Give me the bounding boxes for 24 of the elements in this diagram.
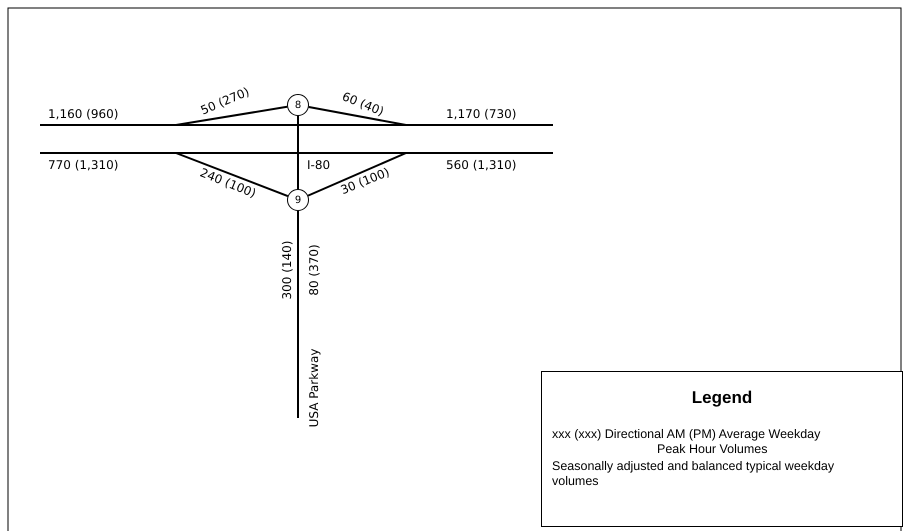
volume-label: 300 (140) (280, 240, 294, 300)
road-line (308, 152, 406, 197)
road-line (297, 116, 299, 189)
volume-label: 1,160 (960) (48, 107, 118, 121)
road-line (176, 152, 288, 197)
edge-label: 30 (100) (338, 164, 392, 198)
interchange-circle: 8 (287, 94, 309, 116)
edge-label: 60 (40) (340, 89, 386, 119)
road-line (308, 106, 406, 126)
legend-text: Seasonally adjusted and balanced typical weekday volumes (552, 459, 836, 489)
legend-text: xxx (xxx) Directional AM (PM) Average Weekday Peak Hour Volumes (552, 427, 822, 457)
edge-label: 240 (100) (198, 165, 258, 201)
road-line (176, 106, 288, 126)
road-line (297, 211, 299, 418)
interchange-circle: 9 (287, 189, 309, 211)
volume-label: 80 (370) (307, 244, 321, 296)
legend-box (541, 371, 903, 527)
legend-heading: Legend (690, 388, 754, 408)
volume-label: 770 (1,310) (48, 158, 118, 172)
edge-label: 50 (270) (198, 84, 252, 118)
volume-label: 1,170 (730) (446, 107, 516, 121)
volume-label: 560 (1,310) (446, 158, 516, 172)
road-name: USA Parkway (307, 348, 321, 428)
road-name: I-80 (307, 158, 330, 172)
